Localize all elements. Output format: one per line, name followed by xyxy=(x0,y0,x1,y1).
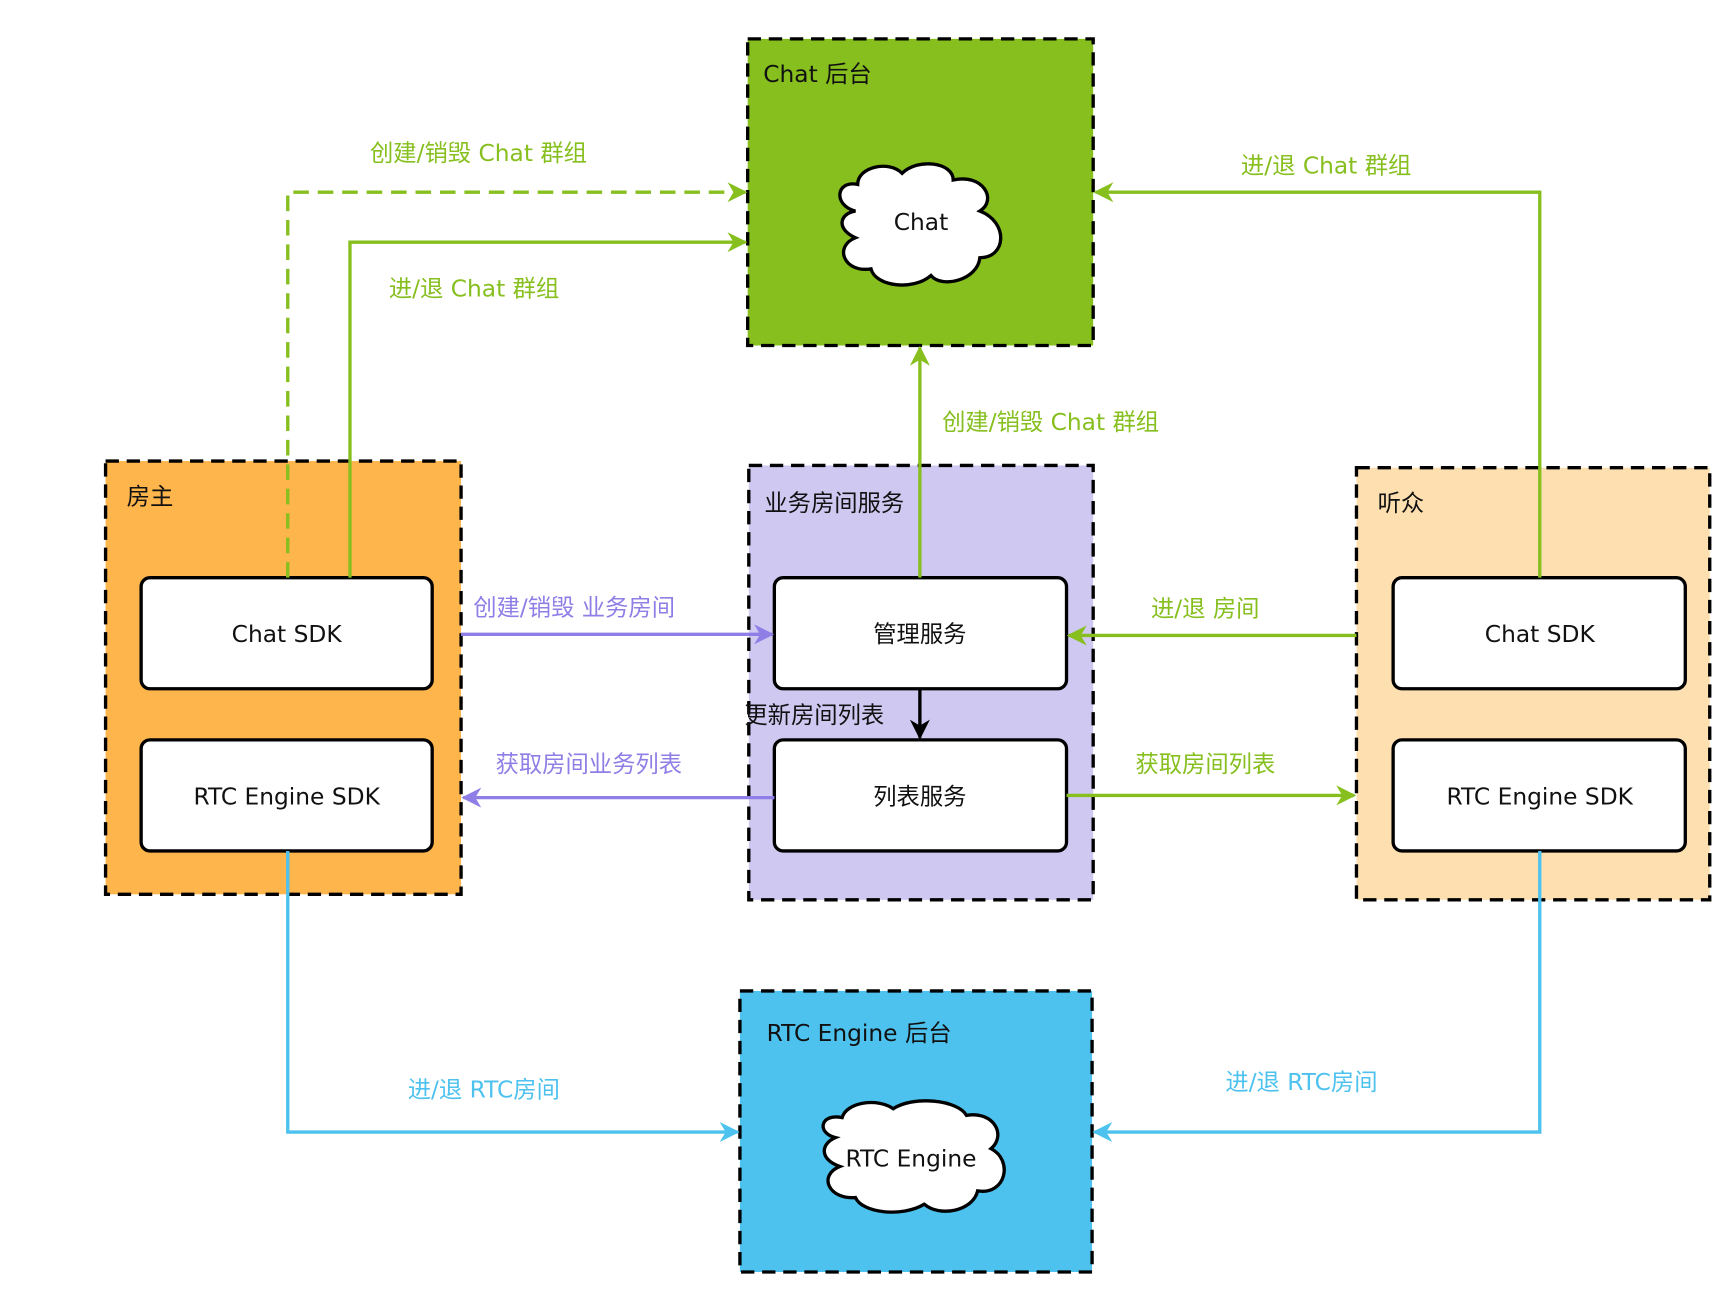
edge-host-create-chat-group xyxy=(286,182,748,578)
rtc-backend-label: RTC Engine 后台 xyxy=(767,1020,952,1047)
edge-label-audience-join-chat-group: 进/退 Chat 群组 xyxy=(1241,152,1411,179)
edge-host-join-rtc xyxy=(286,850,740,1143)
host-rtc-sdk-label: RTC Engine SDK xyxy=(193,783,380,810)
audience-group: 听众 Chat SDK RTC Engine SDK xyxy=(1354,466,1712,902)
host-chat-sdk-label: Chat SDK xyxy=(232,621,343,648)
edge-label-service-create-chat-group: 创建/销毁 Chat 群组 xyxy=(942,409,1159,436)
service-label: 业务房间服务 xyxy=(764,490,904,517)
rtc-cloud-icon xyxy=(821,1099,1006,1214)
edge-label-update-room-list: 更新房间列表 xyxy=(744,702,884,729)
edge-audience-join-chat-group xyxy=(1093,182,1542,578)
edge-audience-join-rtc xyxy=(1092,850,1542,1143)
edge-label-audience-join-rtc: 进/退 RTC房间 xyxy=(1225,1069,1377,1096)
edge-label-host-create-room: 创建/销毁 业务房间 xyxy=(473,594,675,621)
edge-label-audience-get-room-list: 获取房间列表 xyxy=(1135,751,1275,778)
edge-label-audience-join-room: 进/退 房间 xyxy=(1151,596,1260,623)
edge-label-host-join-rtc: 进/退 RTC房间 xyxy=(408,1077,560,1104)
audience-label: 听众 xyxy=(1378,490,1425,517)
audience-chat-sdk-label: Chat SDK xyxy=(1485,621,1596,648)
host-group: 房主 Chat SDK RTC Engine SDK xyxy=(103,459,463,896)
rtc-cloud-label: RTC Engine xyxy=(846,1145,977,1172)
edge-label-host-create-chat-group: 创建/销毁 Chat 群组 xyxy=(370,140,587,167)
manage-service-label: 管理服务 xyxy=(873,621,966,648)
chat-cloud-icon xyxy=(838,162,1003,287)
edge-label-host-join-chat-group: 进/退 Chat 群组 xyxy=(389,276,559,303)
edge-label-host-get-room-list: 获取房间业务列表 xyxy=(496,751,683,778)
audience-rtc-sdk-label: RTC Engine SDK xyxy=(1447,783,1634,810)
edges: 创建/销毁 Chat 群组 进/退 Chat 群组 进/退 Chat 群组 创建… xyxy=(286,140,1542,1143)
chat-backend-label: Chat 后台 xyxy=(763,61,872,88)
rtc-backend-group: RTC Engine 后台 RTC Engine xyxy=(738,989,1094,1274)
edge-host-join-chat-group xyxy=(348,232,748,578)
host-label: 房主 xyxy=(127,483,174,510)
chat-cloud-label: Chat xyxy=(894,209,948,236)
list-service-label: 列表服务 xyxy=(873,783,966,810)
chat-backend-group: Chat 后台 Chat xyxy=(746,37,1095,348)
